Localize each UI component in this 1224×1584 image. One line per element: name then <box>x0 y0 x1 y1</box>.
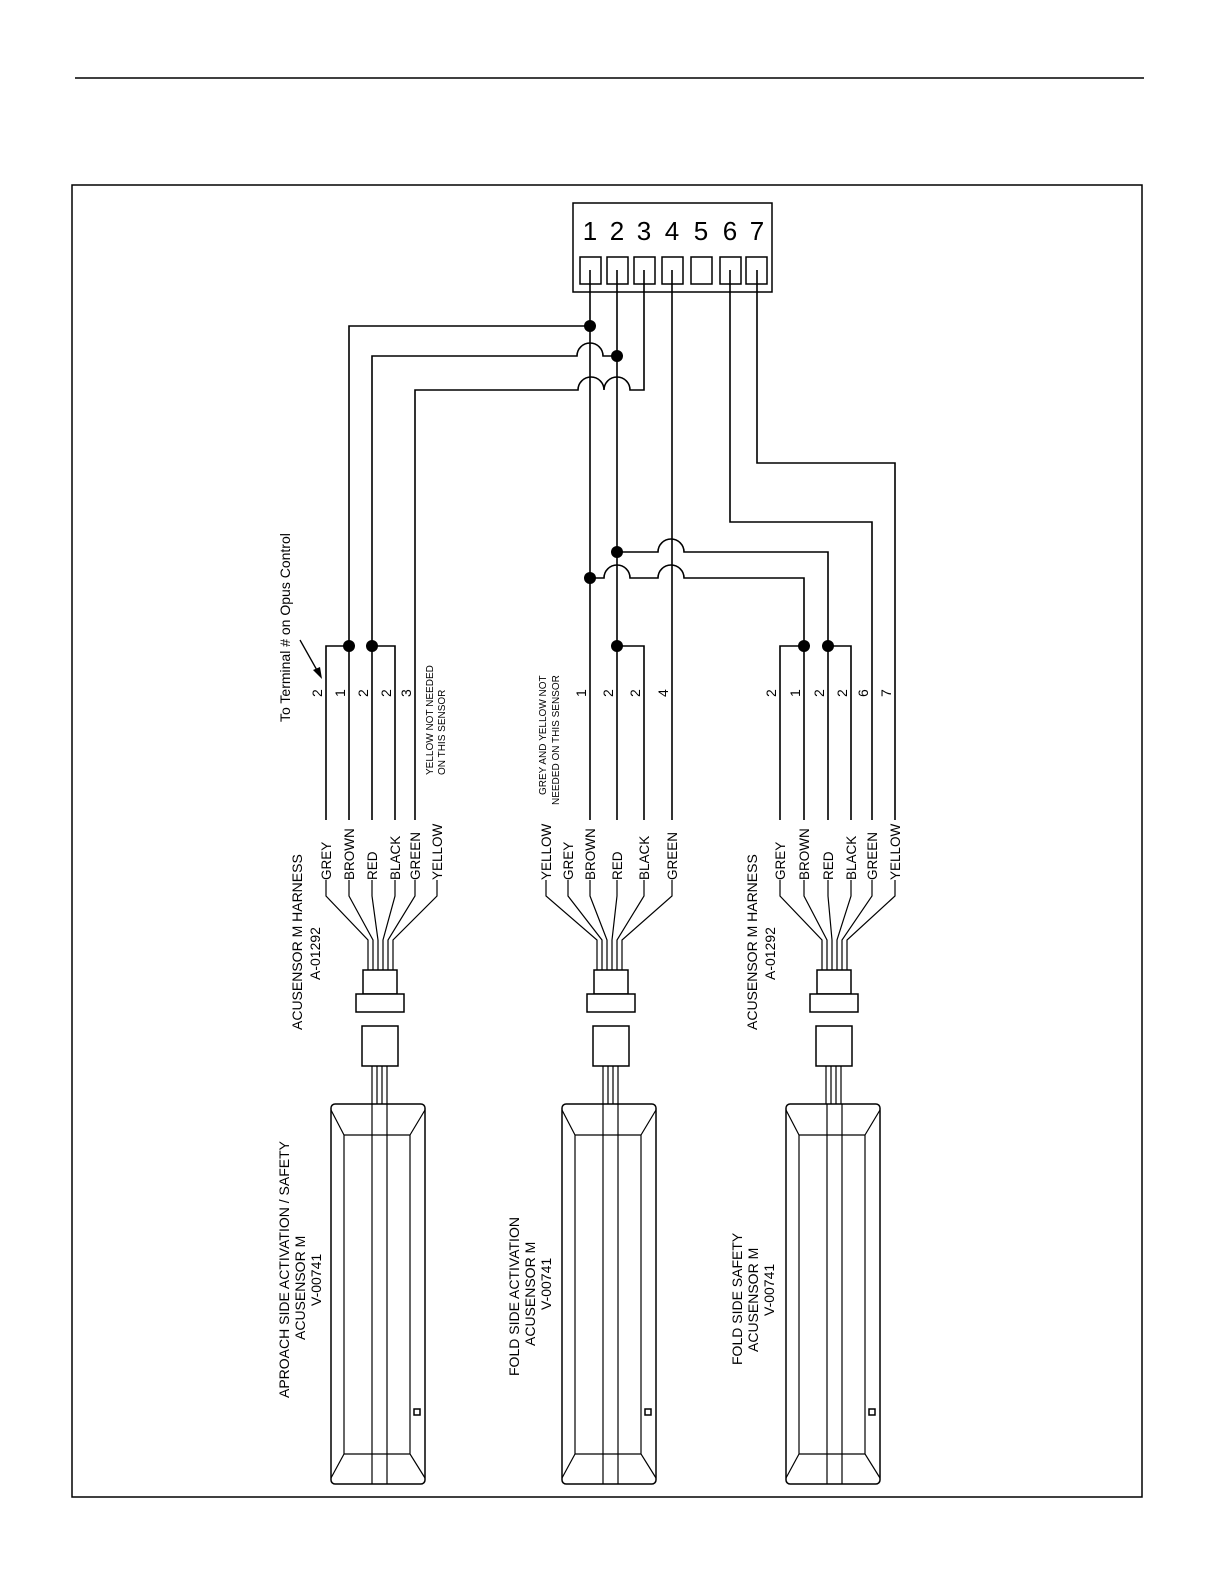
sensor-note: GREY AND YELLOW NOT <box>538 675 549 795</box>
terminal-number-2: 2 <box>610 216 624 246</box>
terminal-label: 1 <box>787 689 803 697</box>
terminal-slot-5 <box>690 256 713 285</box>
terminal-label: 2 <box>834 689 850 697</box>
wiring <box>325 270 896 820</box>
wire-label-yellow: YELLOW <box>539 823 554 880</box>
terminal-callout-text: To Terminal # on Opus Control <box>277 533 293 722</box>
wire-label-red: RED <box>821 851 836 880</box>
terminal-label: 2 <box>309 689 325 697</box>
junction-dot <box>366 640 378 652</box>
terminal-label: 7 <box>878 689 894 697</box>
sensor-note: ON THIS SENSOR <box>437 690 448 775</box>
terminal-label: 4 <box>655 689 671 697</box>
terminal-callout: To Terminal # on Opus Control <box>277 533 322 722</box>
sensor-model: ACUSENSOR M <box>292 1236 308 1340</box>
sensor-title: FOLD SIDE ACTIVATION <box>506 1217 522 1376</box>
wire-label-green: GREEN <box>865 832 880 880</box>
sensor-title: FOLD SIDE SAFETY <box>729 1232 745 1365</box>
sensor-part-number: V-00741 <box>761 1264 777 1316</box>
junction-dot <box>343 640 355 652</box>
wire-label-green: GREEN <box>408 832 423 880</box>
harness-part-number: A-01292 <box>762 927 778 980</box>
junction-dot <box>584 320 596 332</box>
terminal-label: 2 <box>627 689 643 697</box>
terminal-number-1: 1 <box>583 216 597 246</box>
sensor-note: NEEDED ON THIS SENSOR <box>551 675 562 805</box>
wire-label-brown: BROWN <box>583 828 598 880</box>
terminal-label: 1 <box>332 689 348 697</box>
sensor-fold-safety: 2 1 2 2 6 7 GREY BROWN RED BLACK GREEN Y… <box>729 689 903 1485</box>
sensor-part-number: V-00741 <box>538 1258 554 1310</box>
sensor-fold-activation: 1 2 2 4 GREY AND YELLOW NOT NEEDED ON TH… <box>506 675 680 1485</box>
harness-part-number: A-01292 <box>307 927 323 980</box>
wire-label-red: RED <box>365 851 380 880</box>
junction-dot <box>798 640 810 652</box>
terminal-label: 2 <box>355 689 371 697</box>
terminal-number-3: 3 <box>637 216 651 246</box>
wire-label-brown: BROWN <box>797 828 812 880</box>
junction-dot <box>611 546 623 558</box>
sensor-title: APROACH SIDE ACTIVATION / SAFETY <box>276 1140 292 1398</box>
wire-label-grey: GREY <box>319 842 334 880</box>
sensor-model: ACUSENSOR M <box>522 1242 538 1346</box>
terminal-number-4: 4 <box>665 216 679 246</box>
wire-label-black: BLACK <box>844 836 859 880</box>
terminal-label: 1 <box>573 689 589 697</box>
sensor-note: YELLOW NOT NEEDED <box>425 665 436 775</box>
wire-label-black: BLACK <box>388 836 403 880</box>
junction-dots <box>343 320 834 652</box>
wire-label-black: BLACK <box>637 836 652 880</box>
terminal-label: 2 <box>600 689 616 697</box>
wire-label-grey: GREY <box>561 842 576 880</box>
sensor-part-number: V-00741 <box>308 1254 324 1306</box>
sensor-approach: 2 1 2 2 3 YELLOW NOT NEEDED ON THIS SENS… <box>276 665 448 1485</box>
harness-label: ACUSENSOR M HARNESS <box>744 854 760 1030</box>
harness-label: ACUSENSOR M HARNESS <box>289 854 305 1030</box>
wire-label-brown: BROWN <box>342 828 357 880</box>
junction-dot <box>822 640 834 652</box>
terminal-number-7: 7 <box>750 216 764 246</box>
junction-dot <box>611 350 623 362</box>
wire-label-green: GREEN <box>665 832 680 880</box>
terminal-label: 3 <box>398 689 414 697</box>
wire-label-grey: GREY <box>773 842 788 880</box>
junction-dot <box>611 640 623 652</box>
wire-label-red: RED <box>610 851 625 880</box>
terminal-label: 2 <box>763 689 779 697</box>
terminal-label: 2 <box>378 689 394 697</box>
junction-dot <box>584 572 596 584</box>
terminal-number-6: 6 <box>723 216 737 246</box>
sensor-model: ACUSENSOR M <box>745 1248 761 1352</box>
terminal-label: 2 <box>811 689 827 697</box>
terminal-number-5: 5 <box>694 216 708 246</box>
wire-label-yellow: YELLOW <box>430 823 445 880</box>
wire-label-yellow: YELLOW <box>888 823 903 880</box>
diagram-frame <box>71 184 1143 1498</box>
terminal-label: 6 <box>855 689 871 697</box>
